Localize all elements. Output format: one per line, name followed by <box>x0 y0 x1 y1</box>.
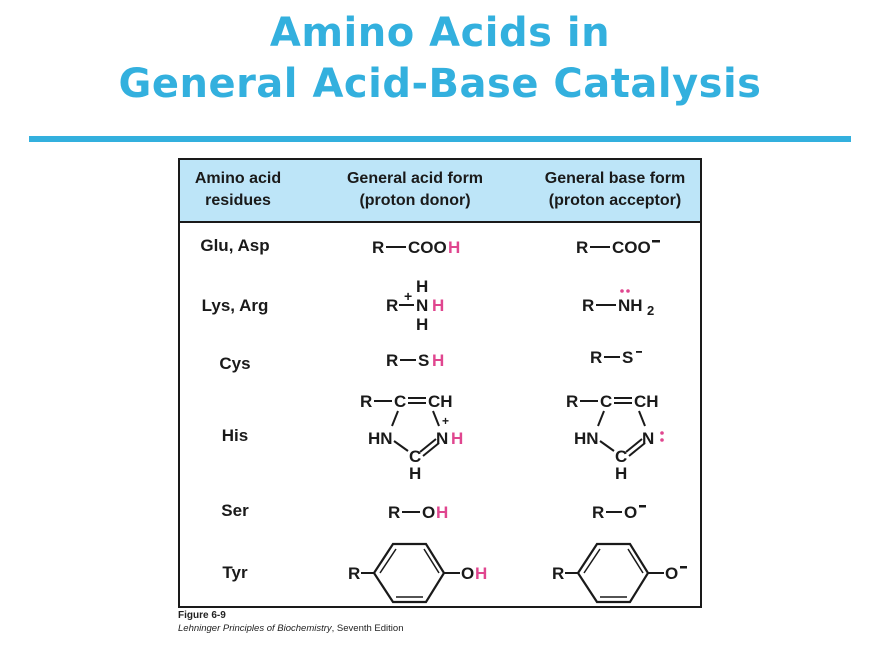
svg-text:R: R <box>582 296 594 315</box>
svg-text:H: H <box>448 238 460 257</box>
svg-text:H: H <box>416 315 428 334</box>
header-base-line1: General base form <box>544 170 686 187</box>
svg-text:O: O <box>422 503 435 522</box>
svg-text:H: H <box>436 503 448 522</box>
svg-text:+: + <box>404 288 412 304</box>
svg-text:H: H <box>451 429 463 448</box>
svg-text:CH: CH <box>634 392 659 411</box>
svg-text:O: O <box>624 503 637 522</box>
svg-text:R: R <box>386 351 398 370</box>
structure-his-base: R C CH HN N C H <box>566 392 664 483</box>
structure-lys-base: R NH 2 <box>582 289 654 318</box>
book-title: Lehninger Principles of Biochemistry <box>178 623 332 634</box>
svg-text:+: + <box>442 414 449 428</box>
structure-glu-base: R COO <box>576 238 660 257</box>
figure-number: Figure 6-9 <box>178 610 226 621</box>
structure-tyr-acid: R O H <box>348 542 487 604</box>
svg-text:H: H <box>475 564 487 583</box>
structure-ser-base: R O <box>592 503 646 522</box>
header-acid-line2: (proton donor) <box>359 192 471 209</box>
svg-text:H: H <box>432 351 444 370</box>
header-residues-line2: residues <box>205 192 271 209</box>
svg-text:HN: HN <box>368 429 393 448</box>
svg-text:NH: NH <box>618 296 643 315</box>
structure-glu-acid: R COO H <box>372 238 460 257</box>
structure-ser-acid: R O H <box>388 503 448 522</box>
svg-text:2: 2 <box>647 303 654 318</box>
svg-text:H: H <box>432 296 444 315</box>
header-residues: Amino acid residues <box>180 168 296 212</box>
figure-caption: Figure 6-9 Lehninger Principles of Bioch… <box>178 610 403 634</box>
amino-acid-table-figure: Amino acid residues General acid form (p… <box>178 158 702 608</box>
svg-text:R: R <box>388 503 400 522</box>
svg-text:R: R <box>360 392 372 411</box>
svg-text:S: S <box>418 351 429 370</box>
structure-lys-acid: H + R N H H <box>386 277 444 334</box>
svg-text:C: C <box>600 392 612 411</box>
svg-text:COO: COO <box>408 238 447 257</box>
title-divider <box>29 136 851 142</box>
svg-text:O: O <box>665 564 678 583</box>
svg-text:H: H <box>416 277 428 296</box>
structure-cys-base: R S <box>590 348 642 367</box>
svg-text:C: C <box>409 447 421 466</box>
slide-title-line-2: General Acid-Base Catalysis <box>118 61 762 107</box>
header-acid-line1: General acid form <box>346 170 484 187</box>
row-label-glu-asp: Glu, Asp <box>200 236 270 255</box>
svg-text:R: R <box>566 392 578 411</box>
svg-text:H: H <box>615 464 627 483</box>
row-label-lys-arg: Lys, Arg <box>201 296 269 315</box>
svg-text:O: O <box>461 564 474 583</box>
book-edition: , Seventh Edition <box>331 623 404 634</box>
svg-text:R: R <box>576 238 588 257</box>
header-residues-line1: Amino acid <box>194 170 282 187</box>
svg-text:R: R <box>348 564 360 583</box>
svg-text:C: C <box>615 447 627 466</box>
row-label-cys: Cys <box>219 354 251 373</box>
svg-text:R: R <box>372 238 384 257</box>
svg-text:S: S <box>622 348 633 367</box>
row-label-tyr: Tyr <box>222 563 248 582</box>
structures-canvas: R COO H R COO H + R N H H <box>348 238 687 604</box>
svg-text:H: H <box>409 464 421 483</box>
svg-text:R: R <box>592 503 604 522</box>
table-header: Amino acid residues General acid form (p… <box>180 160 700 223</box>
svg-text:R: R <box>590 348 602 367</box>
figure-source: Lehninger Principles of Biochemistry, Se… <box>178 623 403 634</box>
svg-text:CH: CH <box>428 392 453 411</box>
row-label-his: His <box>221 426 249 445</box>
svg-text:N: N <box>416 296 428 315</box>
structure-cys-acid: R S H <box>386 351 444 370</box>
header-base-line2: (proton acceptor) <box>548 192 682 209</box>
svg-text:HN: HN <box>574 429 599 448</box>
row-label-ser: Ser <box>221 501 249 520</box>
structure-his-acid: R C CH + HN N H C H <box>360 392 463 483</box>
svg-text:R: R <box>386 296 398 315</box>
slide-title-line-1: Amino Acids in <box>269 10 611 56</box>
svg-text:C: C <box>394 392 406 411</box>
header-base-form: General base form (proton acceptor) <box>530 168 700 212</box>
structure-tyr-base: R O <box>552 542 687 604</box>
svg-text:R: R <box>552 564 564 583</box>
svg-text:COO: COO <box>612 238 651 257</box>
header-acid-form: General acid form (proton donor) <box>330 168 500 212</box>
